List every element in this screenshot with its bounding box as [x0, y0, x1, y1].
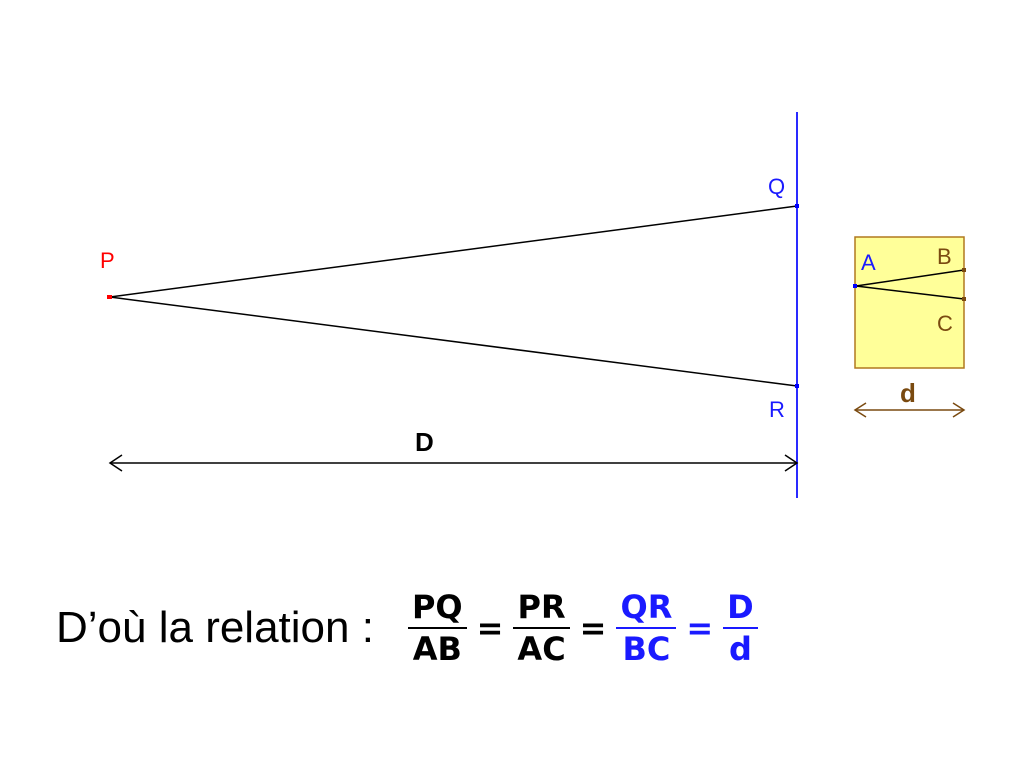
fraction-D-d: D d [723, 590, 758, 666]
ray-a-b [855, 269, 965, 287]
label-b: B [937, 244, 952, 269]
fraction-bar [723, 627, 758, 629]
point-q [795, 204, 799, 208]
label-p: P [100, 248, 115, 273]
fraction-bar [513, 627, 570, 629]
label-r: R [769, 397, 785, 422]
numerator: QR [620, 588, 673, 626]
ray-p-q [109, 205, 798, 298]
fraction-pr-ac: PR AC [513, 588, 570, 668]
numerator: PR [517, 588, 566, 626]
point-b [962, 268, 966, 272]
point-p [107, 295, 112, 299]
fraction-bar [407, 627, 467, 629]
denominator: BC [622, 630, 671, 668]
numerator: PQ [411, 588, 463, 626]
equals-sign: = [476, 609, 504, 647]
camera-box [854, 236, 965, 369]
camera-obscura-diagram: P Q R D A B C d [100, 112, 966, 498]
label-d: d [900, 378, 916, 408]
fraction-pq-ab: PQ AB [407, 588, 467, 668]
point-c [962, 297, 966, 301]
label-D: D [415, 427, 434, 457]
denominator: AB [412, 630, 462, 668]
arrowhead-D-right [784, 454, 799, 472]
denominator: AC [517, 630, 566, 668]
label-c: C [937, 311, 953, 336]
equals-sign: = [579, 609, 607, 647]
ray-p-r [109, 296, 798, 387]
label-q: Q [768, 174, 785, 199]
arrowhead-d-right [952, 402, 966, 418]
relation-formula: D’où la relation : PQ AB = PR AC = QR BC… [56, 588, 758, 668]
fraction-bar [616, 627, 677, 629]
fraction-qr-bc: QR BC [616, 588, 677, 668]
numerator: D [727, 588, 754, 626]
arrowhead-D-left [108, 454, 123, 472]
point-r [795, 384, 799, 388]
arrowhead-d-left [853, 402, 867, 418]
relation-intro: D’où la relation : [56, 603, 374, 652]
denominator: d [728, 630, 752, 668]
label-a: A [861, 250, 876, 275]
equals-sign: = [686, 609, 714, 647]
point-a [853, 284, 857, 288]
ray-a-c [855, 285, 965, 300]
